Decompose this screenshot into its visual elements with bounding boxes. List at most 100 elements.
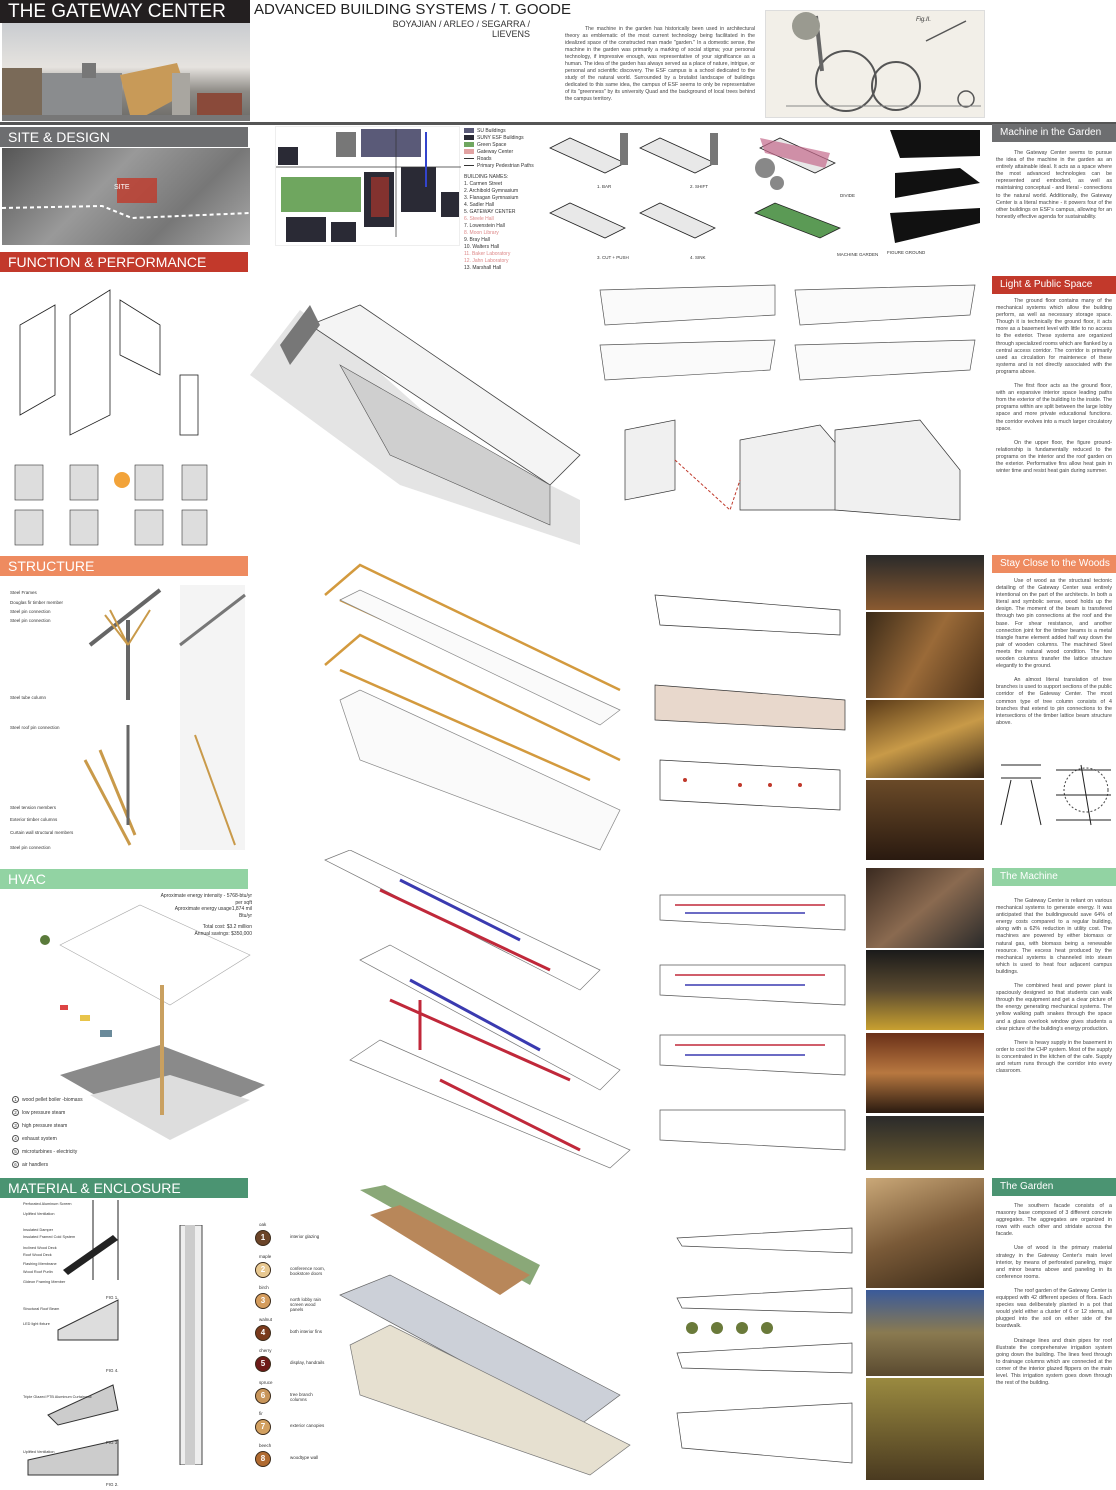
hvac-axon-drawing: [324, 849, 631, 1169]
hvac-legend-number: 3: [12, 1122, 19, 1129]
hvac-plans: [655, 885, 850, 1165]
enclosure-label: Flashing Membrane: [23, 1262, 57, 1266]
wood-species-item: spruce 6 tree branch columns: [250, 1380, 330, 1412]
legend-label: Green Space: [477, 142, 507, 148]
figure-label: FIG 2.: [106, 1482, 119, 1487]
massing-diagrams: 1. BAR 2. SHIFT 3. CUT + PUSH 4. SINK DI…: [545, 128, 879, 260]
enclosure-label: Uplifted Ventilation: [23, 1450, 55, 1454]
building-names-title: BUILDING NAMES:: [464, 174, 509, 180]
hvac-stat: Aproximate energy intensity - 5768-btu/y…: [160, 893, 252, 899]
wood-use: tree branch columns: [290, 1391, 313, 1402]
wood-species-name: cherry: [259, 1348, 272, 1353]
legend-swatch: [464, 142, 474, 148]
panel-title: Light & Public Space: [992, 276, 1116, 294]
structure-label: Douglas fir timber member: [10, 600, 64, 605]
tree-column-details: [996, 760, 1112, 830]
wood-use: interior glazing: [290, 1234, 320, 1239]
hvac-legend-label: air handlers: [22, 1162, 49, 1168]
hvac-legend-label: low pressure steam: [22, 1110, 66, 1116]
legend-item: Green Space: [464, 142, 539, 149]
intro-text: The machine in the garden has historical…: [565, 26, 755, 102]
wood-species-name: spruce: [259, 1379, 273, 1385]
legend-swatch: [464, 135, 474, 141]
legend-swatch: [464, 158, 474, 160]
legend-item: Primary Pedestrian Paths: [464, 163, 539, 170]
building-name: 6. Steele Hall: [464, 216, 494, 222]
photo-mechanical: [866, 1033, 984, 1113]
enclosure-label: Insulated Damper: [23, 1228, 53, 1232]
course-title: ADVANCED BUILDING SYSTEMS / T. GOODE: [254, 1, 572, 18]
site-plan-drawing: [276, 129, 461, 242]
structure-label: Steel Frames: [10, 590, 37, 595]
building-photo: [2, 23, 250, 121]
hvac-legend-label: exhaust system: [22, 1136, 57, 1142]
hvac-annual-savings: Annual savings: $350,000: [194, 930, 252, 937]
figure-label: FIG 1.: [106, 1295, 119, 1300]
massing-divide: DIVIDE: [840, 193, 856, 198]
wood-use: north lobby rain screen wood panels: [290, 1297, 322, 1312]
hvac-diagram: [20, 895, 270, 1165]
building-name: 11. Baker Laboratory: [464, 251, 511, 257]
wood-species-name: fir: [259, 1411, 263, 1416]
structure-label: Steel pin connection: [10, 845, 51, 850]
legend-swatch: [464, 128, 474, 134]
legend-item: Gateway Center: [464, 149, 539, 156]
building-name: 10. Walters Hall: [464, 244, 500, 250]
site-label: SITE: [114, 184, 130, 191]
massing-step-4: 4. SINK: [690, 255, 706, 260]
massing-step-1: 1. BAR: [597, 184, 612, 189]
enclosure-details-drawing: [27, 1200, 119, 1476]
header-divider: [0, 122, 1116, 125]
panel-paragraph: The roof garden of the Gateway Center is…: [996, 1287, 1112, 1330]
wood-species-name: maple: [259, 1253, 272, 1259]
massing-machine-garden: MACHINE GARDEN: [837, 252, 879, 257]
wood-species-name: oak: [259, 1222, 267, 1227]
section-perspectives-drawing: [624, 419, 961, 521]
building-name: 13. Marshall Hall: [464, 265, 502, 271]
enclosure-label: LED light fixture: [23, 1322, 50, 1326]
panel-paragraph: The ground floor contains many of the me…: [996, 298, 1113, 375]
panel-paragraph: The southern facade consists of a masonr…: [996, 1203, 1112, 1238]
wood-species-name: birch: [259, 1285, 269, 1290]
enclosure-label: Wood Roof Purlin: [23, 1270, 53, 1274]
panel-paragraph: Drainage lines and drain pipes for roof …: [996, 1337, 1112, 1387]
wood-swatch: 3: [255, 1293, 271, 1309]
floor-plans: [595, 270, 980, 390]
building-name: 4. Sadler Hall: [464, 202, 495, 208]
wood-use: exterior canopies: [290, 1423, 325, 1428]
legend-label: SUNY ESF Buildings: [477, 135, 524, 141]
roof-garden-plans: [672, 1218, 857, 1480]
wood-species-item: birch 3 north lobby rain screen wood panel…: [250, 1285, 330, 1317]
etching-label: Fig.II.: [916, 17, 932, 23]
panel-text: The ground floor contains many of the me…: [996, 298, 1112, 482]
panel-paragraph: The combined heat and power plant is spa…: [996, 983, 1112, 1032]
building-name: 5. GATEWAY CENTER: [464, 209, 516, 215]
enclosure-label: Structural Roof Beam: [23, 1307, 60, 1311]
wood-use: display, handrails: [290, 1360, 325, 1365]
legend-swatch: [464, 165, 474, 167]
panel-paragraph: The Gateway Center seems to pursue the i…: [996, 150, 1112, 220]
figure-label: FIG 3.: [106, 1440, 119, 1445]
structure-axon-drawing: [324, 563, 621, 851]
wall-section: [160, 1224, 220, 1466]
hvac-legend-number: 1: [12, 1096, 19, 1103]
section-structure: STRUCTURE: [0, 556, 248, 576]
wood-swatch: 6: [255, 1387, 271, 1404]
hvac-stat: Aproximate energy usage1,874 mil: [174, 906, 252, 912]
hvac-stat: Btu/yr: [238, 912, 252, 919]
panel-title: Stay Close to the Woods: [992, 555, 1116, 573]
figure-ground-drawing: [890, 130, 980, 243]
hvac-plans-drawing: [659, 894, 846, 1151]
structure-label: Exterior timber columns: [10, 817, 58, 822]
photo-boiler: [866, 1116, 984, 1170]
wood-use: conference room, bookstore doors: [290, 1265, 326, 1276]
enclosure-label: Insulated Framed Cold System: [23, 1235, 76, 1239]
poster-title: THE GATEWAY CENTER: [0, 0, 250, 23]
